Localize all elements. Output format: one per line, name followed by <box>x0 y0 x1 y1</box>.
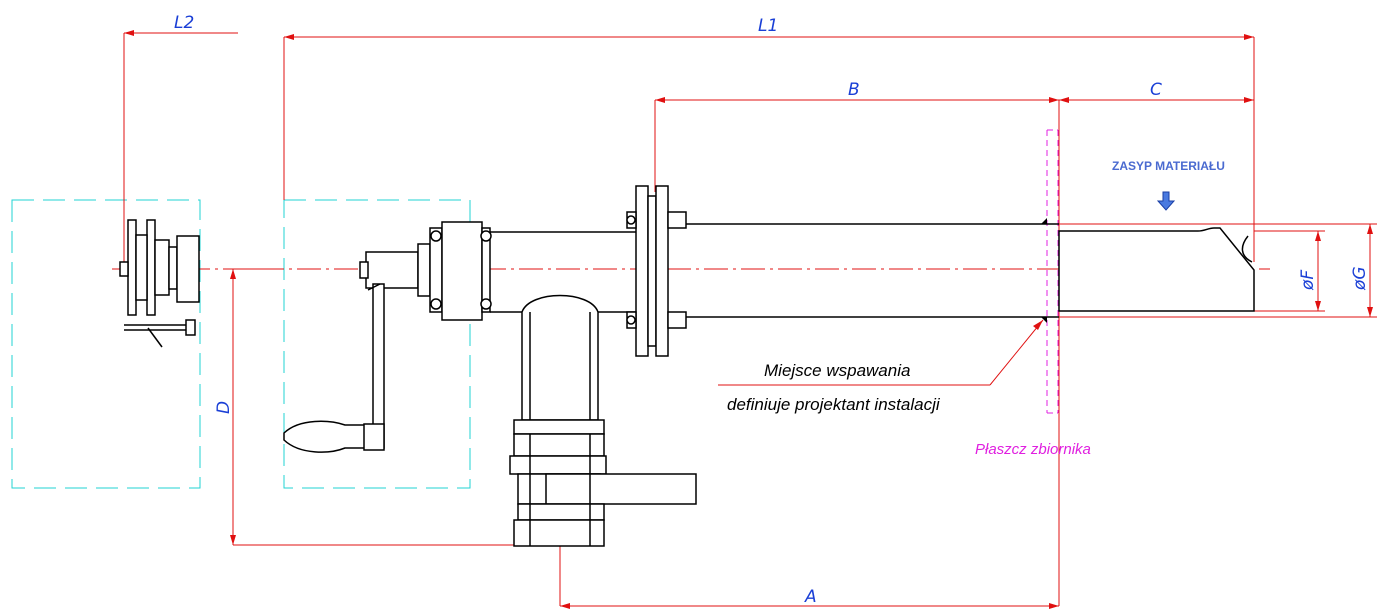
tank-shell-label: Płaszcz zbiornika <box>975 441 1091 458</box>
weld-note-line1: Miejsce wspawania <box>764 361 910 380</box>
dimension-L1: L1 <box>283 16 1255 262</box>
label-A: A <box>804 587 817 607</box>
weld-note: Miejsce wspawania definiuje projektant i… <box>718 319 1044 414</box>
label-B: B <box>848 80 860 100</box>
label-G: øG <box>1350 266 1370 291</box>
dimension-C: C <box>1058 80 1254 606</box>
dimension-D: D <box>214 268 520 546</box>
main-flange <box>626 185 687 357</box>
material-inlet-marker: ZASYP MATERIAŁU <box>1112 159 1225 211</box>
envelope-left <box>11 199 201 489</box>
down-arrow-icon <box>1156 191 1176 211</box>
label-C: C <box>1150 80 1162 100</box>
label-F: øF <box>1298 270 1318 291</box>
dimension-B: B <box>654 80 1059 192</box>
main-tube <box>686 218 1059 323</box>
label-L2: L2 <box>174 13 194 33</box>
dimension-F: øF <box>1254 230 1325 312</box>
outlet-branch <box>509 294 697 547</box>
left-view-assembly <box>119 219 200 348</box>
label-L1: L1 <box>758 16 778 36</box>
label-D: D <box>214 401 234 414</box>
envelope-handle <box>283 199 471 489</box>
weld-note-line2: definiuje projektant instalacji <box>727 395 941 414</box>
crank-handle <box>283 251 419 453</box>
dimension-L2: L2 <box>123 13 238 268</box>
rear-flange <box>417 221 492 321</box>
inner-nozzle <box>1058 227 1255 312</box>
material-inlet-label: ZASYP MATERIAŁU <box>1112 159 1225 173</box>
dimension-G: øG <box>1059 223 1377 318</box>
tank-shell <box>1046 129 1059 414</box>
